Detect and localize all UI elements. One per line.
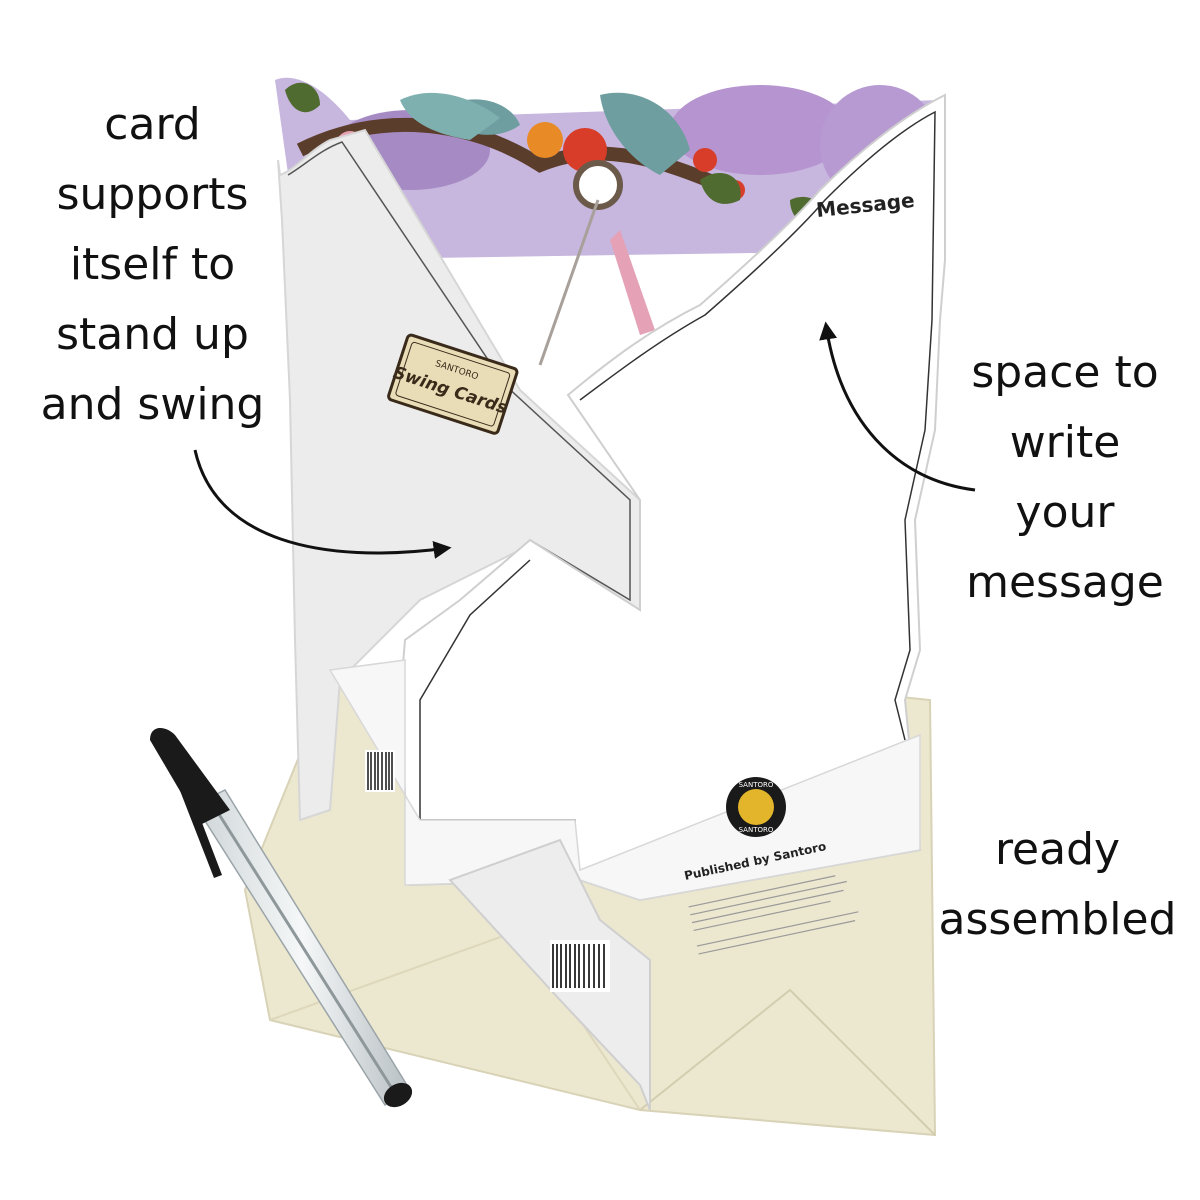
pen-clip: [170, 760, 222, 878]
santoro-logo: SANTORO SANTORO: [726, 777, 786, 837]
ballpoint-pen: [150, 728, 413, 1108]
bird-left: [400, 92, 500, 140]
santoro-logo-top: SANTORO: [739, 781, 774, 789]
arrow-to-message-space: [819, 321, 976, 492]
card-back-panel: [277, 128, 641, 822]
barcode-right: [550, 940, 610, 992]
card-bottom-strip: [328, 659, 921, 901]
envelope-flap-fold: [639, 988, 936, 1136]
card-front-inner-outline: [579, 110, 936, 741]
callout-message-space: space to write your message: [966, 347, 1164, 608]
pen-ink-tube: [208, 799, 400, 1099]
bird-right: [600, 92, 690, 175]
flower-orange-1: [527, 122, 563, 158]
fine-print: [688, 875, 859, 955]
swing-cards-label: SANTORO Swing Cards: [387, 333, 519, 435]
floral-topper: [275, 77, 945, 366]
card-back-inner-outline: [287, 141, 631, 602]
barcode-left: [365, 750, 395, 792]
bird-tail-pink: [610, 230, 655, 335]
flower-red-2: [693, 148, 717, 172]
hanging-thread: [538, 199, 600, 366]
pen-end-cap: [383, 1082, 413, 1108]
callout-stand-up: card supports itself to stand up and swi…: [40, 99, 265, 430]
callout-ready-assembled: ready assembled: [938, 824, 1177, 945]
santoro-logo-bottom: SANTORO: [739, 826, 774, 834]
pen-cap: [150, 728, 230, 825]
arrow-to-stand: [193, 449, 452, 559]
